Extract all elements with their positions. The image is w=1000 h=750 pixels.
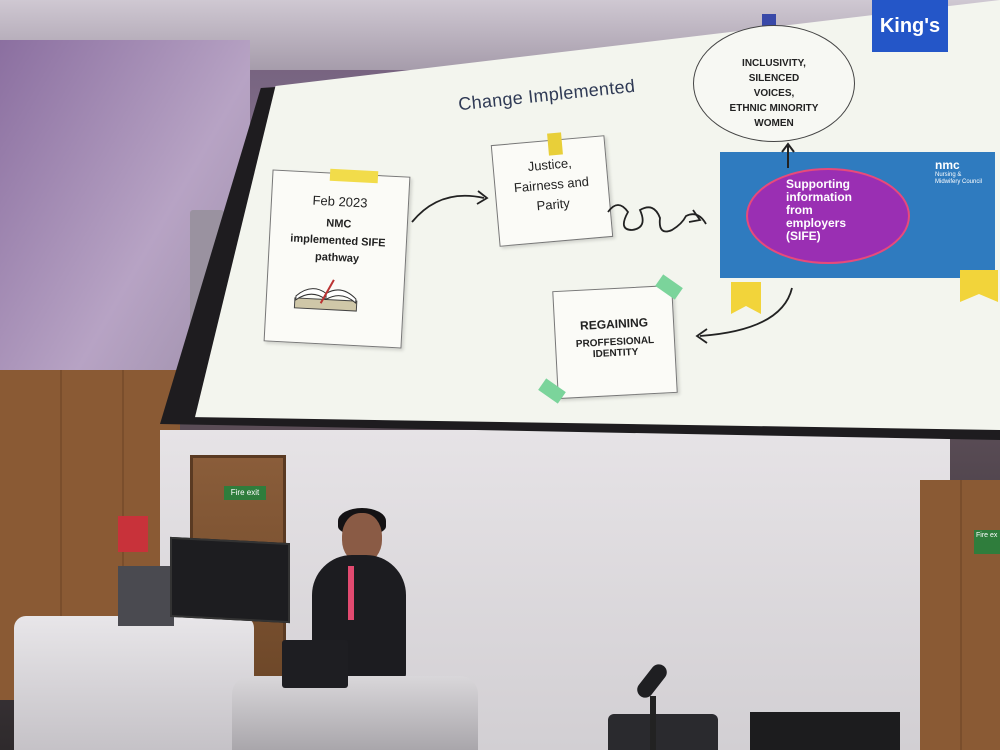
laptop <box>282 640 348 688</box>
monitor <box>170 536 290 624</box>
open-book-icon <box>293 279 358 312</box>
stage-equipment <box>750 712 900 750</box>
lectern-left <box>14 616 254 750</box>
inclusivity-circle: INCLUSIVITY, SILENCED VOICES, ETHNIC MIN… <box>693 25 855 142</box>
fire-exit-sign: Fire exit <box>224 486 266 500</box>
sife-line: employers <box>786 216 847 230</box>
feb-2023-note: Feb 2023 NMC implemented SIFE pathway <box>263 169 411 349</box>
sife-line: Supporting <box>786 177 850 191</box>
sife-line: (SIFE) <box>786 229 821 243</box>
arrow-sife-to-regain <box>699 287 793 337</box>
presenter-face <box>342 513 382 563</box>
sife-card: Supporting information from employers (S… <box>720 152 995 278</box>
loop-arrow <box>607 204 707 233</box>
lectern-right <box>232 676 478 750</box>
sife-line: information <box>786 190 852 204</box>
kings-logo: King's <box>872 0 948 52</box>
arrow-feb-to-justice <box>411 194 485 223</box>
right-exit-sign: Fire ex <box>974 530 1000 554</box>
chair <box>608 714 718 750</box>
circle-line: WOMEN <box>754 118 794 129</box>
wall-notice <box>118 516 148 552</box>
mic-stand <box>650 696 656 750</box>
arrow-head <box>781 142 795 153</box>
sife-line: from <box>786 203 813 217</box>
nmc-subtitle: Nursing & Midwifery Council <box>935 172 983 185</box>
arrow-head <box>476 190 489 205</box>
circle-line: ETHNIC MINORITY <box>729 103 819 114</box>
circle-line: VOICES, <box>753 88 795 99</box>
arrow-head <box>695 328 708 344</box>
arrow-head <box>688 209 702 223</box>
lanyard <box>348 566 354 620</box>
circle-line: SILENCED <box>748 73 800 84</box>
sife-purple-circle <box>746 168 910 264</box>
monitor-arm <box>118 566 174 626</box>
circle-line: INCLUSIVITY, <box>742 58 806 69</box>
sife-text: Supporting information from employers (S… <box>786 178 852 243</box>
inclusivity-text: INCLUSIVITY, SILENCED VOICES, ETHNIC MIN… <box>694 56 854 131</box>
nmc-logo: nmc <box>935 158 960 172</box>
wood-panel-right <box>920 480 1000 750</box>
